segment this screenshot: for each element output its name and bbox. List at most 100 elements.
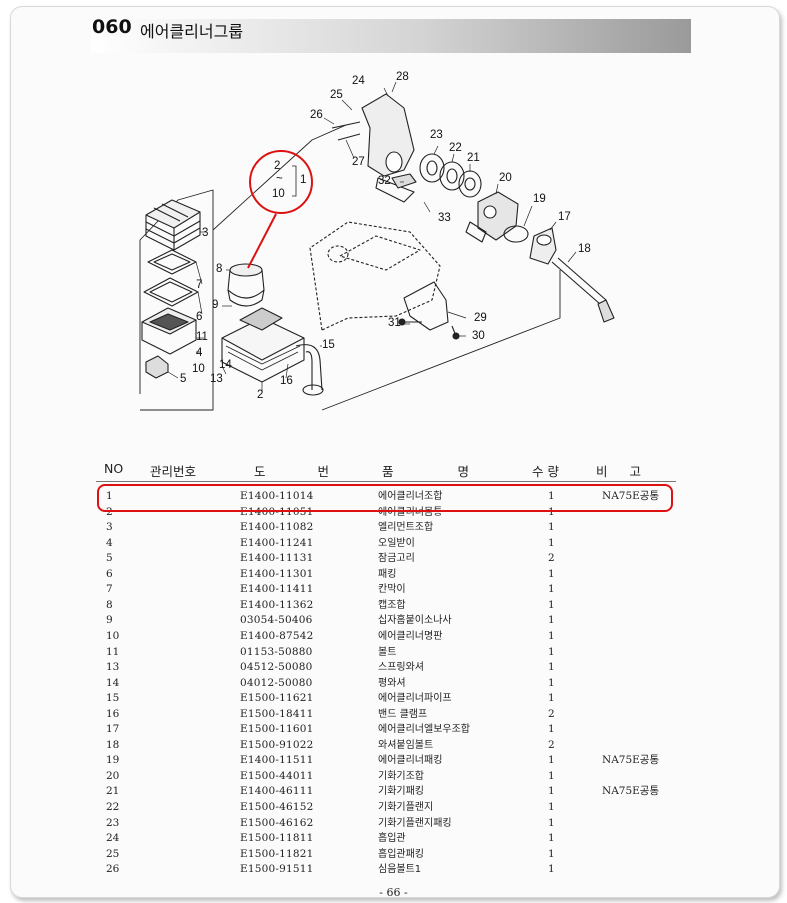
elbow: [529, 227, 557, 265]
drawing-number: E1500-91511: [240, 863, 314, 876]
part-no: 20: [106, 769, 120, 782]
callout-circle: [249, 150, 313, 214]
oil-tray: [141, 307, 197, 355]
callout-24: 24: [352, 75, 365, 87]
part-name: 패킹: [378, 568, 397, 580]
callout-22: 22: [449, 142, 462, 154]
quantity: 1: [548, 754, 555, 767]
part-no: 17: [106, 723, 120, 736]
table-row: 13 04512-50080 스프링와셔 1: [96, 660, 676, 675]
drawing-number: E1500-91022: [240, 738, 314, 751]
part-name: 에어클리너몸통: [378, 506, 443, 518]
part-name: 칸막이: [378, 584, 406, 596]
flange-packing: [419, 153, 445, 183]
drawing-number: E1500-11821: [240, 847, 314, 860]
callout-13: 13: [210, 373, 223, 385]
callout-2: 2: [257, 389, 264, 401]
cap: [227, 263, 265, 307]
part-name: 흡입관패킹: [378, 848, 424, 860]
part-no: 15: [106, 692, 120, 705]
callout-27: 27: [352, 156, 365, 168]
table-row: 25 E1500-11821 흡입관패킹 1: [96, 847, 676, 862]
band-clamp: [302, 384, 324, 396]
quantity: 2: [548, 738, 555, 751]
drawing-number: E1400-11301: [240, 567, 314, 580]
quantity: 1: [548, 801, 555, 813]
callout-21: 21: [467, 152, 480, 164]
part-name: 스프링와셔: [378, 662, 424, 674]
part-no: 10: [106, 629, 120, 642]
callout-26: 26: [310, 109, 323, 121]
drawing-number: 01153-50880: [240, 645, 313, 658]
part-no: 6: [106, 567, 113, 580]
part-name: 기화기플랜지패킹: [378, 817, 452, 829]
row-highlight: [97, 484, 673, 512]
part-no: 23: [106, 816, 120, 829]
quantity: 1: [548, 769, 555, 782]
callout-15: 15: [322, 339, 335, 351]
part-name: 잠금고리: [378, 553, 415, 565]
drawing-number: E1500-46162: [240, 816, 314, 829]
callout-4: 4: [196, 347, 203, 359]
callout-line: [247, 213, 277, 269]
drawing-number: 04012-50080: [240, 676, 313, 689]
drawing-number: E1400-87542: [240, 629, 314, 642]
part-name: 에어클리너조합: [378, 491, 443, 502]
quantity: 1: [548, 567, 555, 580]
carb-flange: [439, 161, 465, 191]
part-name: 에어클리너패킹: [378, 755, 443, 767]
drawing-number: E1400-11411: [240, 583, 314, 596]
quantity: 1: [548, 723, 555, 736]
part-name: 에어클리너엘보우조합: [378, 724, 470, 736]
quantity: 2: [548, 552, 555, 565]
header-drawing-number: 도 번: [254, 464, 329, 479]
part-no: 8: [106, 598, 113, 611]
part-no: 25: [106, 847, 120, 860]
quantity: 1: [548, 614, 555, 627]
page-number: - 66 -: [379, 886, 408, 899]
separator: [147, 249, 197, 275]
part-no: 9: [106, 614, 113, 627]
element-stack: [145, 199, 201, 251]
part-no: 22: [106, 801, 120, 813]
quantity: 1: [548, 521, 555, 534]
note: NA75E공통: [602, 490, 660, 502]
part-name: 에어클리너파이프: [378, 693, 452, 705]
callout-11: 11: [196, 331, 208, 343]
callout-33: 33: [438, 212, 451, 224]
callout-25: 25: [330, 89, 343, 101]
drawing-number: E1400-11082: [240, 521, 314, 534]
part-no: 18: [106, 738, 120, 751]
callout-10: 10: [192, 363, 205, 375]
quantity: 1: [548, 863, 555, 876]
drawing-number: 04512-50080: [240, 661, 313, 674]
section-code: 060: [92, 16, 132, 38]
quantity: 1: [548, 847, 555, 860]
part-no: 24: [106, 832, 120, 845]
part-name: 십자홈붙이소나사: [378, 615, 452, 627]
drawing-number: E1500-44011: [240, 769, 314, 782]
header-part-name: 품 명: [382, 464, 469, 479]
quantity: 1: [548, 692, 555, 705]
frame-left: [139, 189, 214, 411]
quantity: 1: [548, 598, 555, 611]
part-no: 11: [106, 645, 120, 658]
part-name: 기화기조합: [378, 770, 424, 782]
header-band: [91, 19, 691, 53]
callout-30: 30: [472, 330, 485, 342]
part-name: 볼트: [378, 646, 397, 658]
part-no: 13: [106, 661, 120, 674]
drawing-number: E1400-11241: [240, 536, 314, 549]
part-no: 14: [106, 676, 120, 689]
quantity: 1: [548, 661, 555, 674]
header-mgmt-number: 관리번호: [150, 464, 197, 479]
